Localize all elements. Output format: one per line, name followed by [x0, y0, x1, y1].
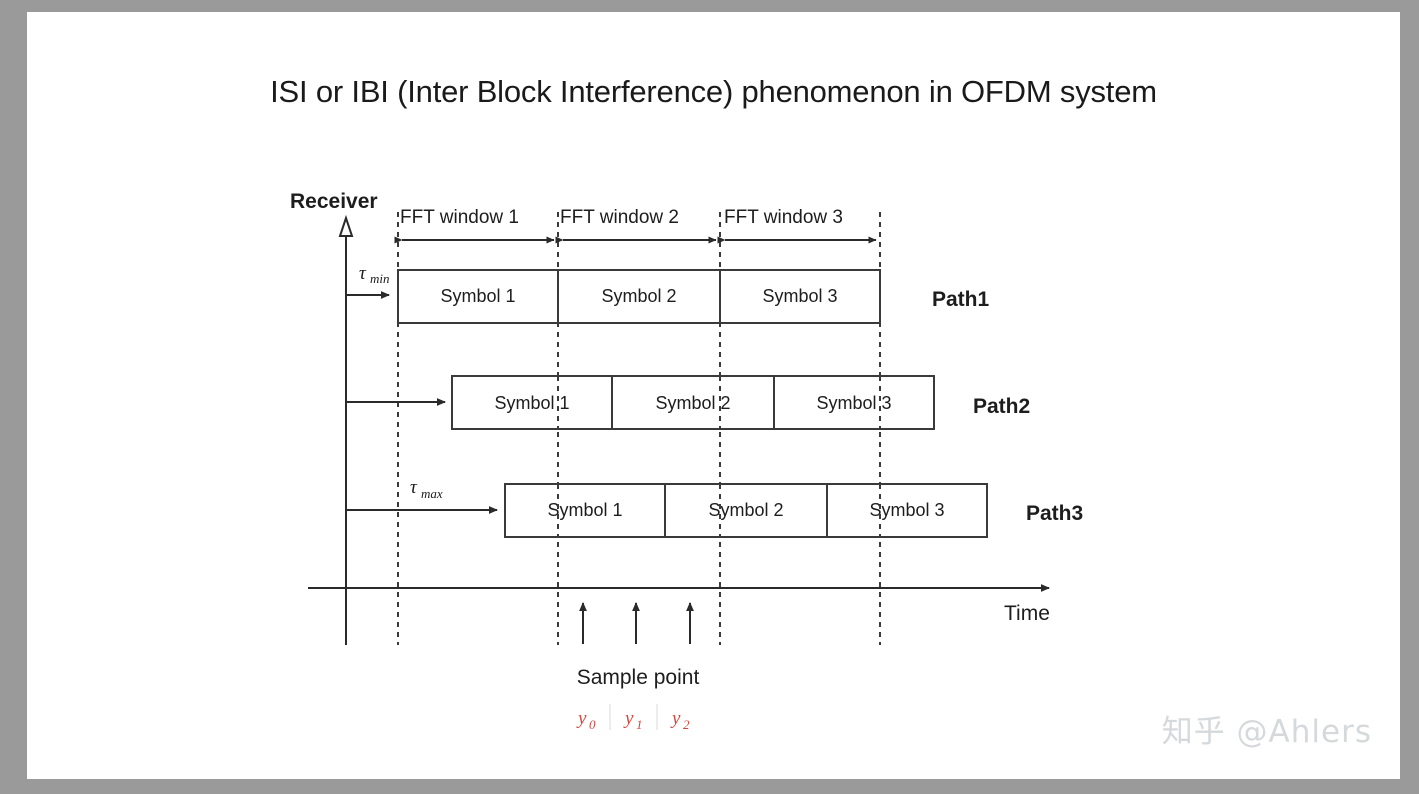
- path1-name-label: Path1: [932, 288, 990, 311]
- time-axis-label: Time: [1004, 602, 1050, 625]
- path1-symbol-label-1: Symbol 2: [601, 286, 676, 306]
- sample-point-caption: Sample point: [577, 666, 700, 689]
- sample-value-sublabel-0: 0: [589, 717, 596, 732]
- path1-delay-sublabel: min: [370, 271, 390, 286]
- slide-canvas: ISI or IBI (Inter Block Interference) ph…: [27, 12, 1400, 779]
- fft-window-label-1: FFT window 2: [560, 207, 679, 228]
- path3-name-label: Path3: [1026, 502, 1083, 525]
- ofdm-isi-diagram: Receiver FFT window 1 FFT window 2 FFT w…: [290, 190, 1083, 732]
- path2-name-label: Path2: [973, 395, 1030, 418]
- sample-value-label-0: y: [576, 708, 587, 729]
- receiver-axis-label: Receiver: [290, 190, 378, 213]
- path1-symbol-label-2: Symbol 3: [762, 286, 837, 306]
- sample-value-sublabel-1: 1: [636, 717, 643, 732]
- path2-symbol-label-2: Symbol 3: [816, 393, 891, 413]
- path3-symbol-label-1: Symbol 2: [708, 500, 783, 520]
- path3-symbol-block: [504, 483, 988, 538]
- path3-delay-sublabel: max: [421, 486, 443, 501]
- path-row-1: τ min Symbol 1 Symbol 2 Symbol 3 Path1: [346, 263, 990, 324]
- path-row-2: Symbol 1 Symbol 2 Symbol 3 Path2: [346, 375, 1030, 430]
- sample-value-label-2: y: [670, 708, 681, 729]
- path1-symbol-label-0: Symbol 1: [440, 286, 515, 306]
- path-row-3: τ max Symbol 1 Symbol 2 Symbol 3 Path3: [346, 477, 1083, 538]
- path2-symbol-label-1: Symbol 2: [655, 393, 730, 413]
- page-title: ISI or IBI (Inter Block Interference) ph…: [270, 74, 1157, 109]
- path3-symbol-label-2: Symbol 3: [869, 500, 944, 520]
- path1-delay-label: τ: [359, 263, 367, 284]
- vertical-axis-arrowhead: [338, 214, 354, 237]
- path3-symbol-label-0: Symbol 1: [547, 500, 622, 520]
- sample-value-label-1: y: [623, 708, 634, 729]
- path2-symbol-block: [451, 375, 935, 430]
- path2-symbol-label-0: Symbol 1: [494, 393, 569, 413]
- path3-delay-label: τ: [410, 477, 418, 498]
- fft-window-label-2: FFT window 3: [724, 207, 843, 228]
- sample-value-sublabel-2: 2: [683, 717, 690, 732]
- fft-window-label-0: FFT window 1: [400, 207, 519, 228]
- sample-value-group: y 0 y 1 y 2: [576, 704, 690, 732]
- watermark: 知乎 @Ahlers: [1161, 714, 1372, 750]
- path1-symbol-block: [397, 269, 881, 324]
